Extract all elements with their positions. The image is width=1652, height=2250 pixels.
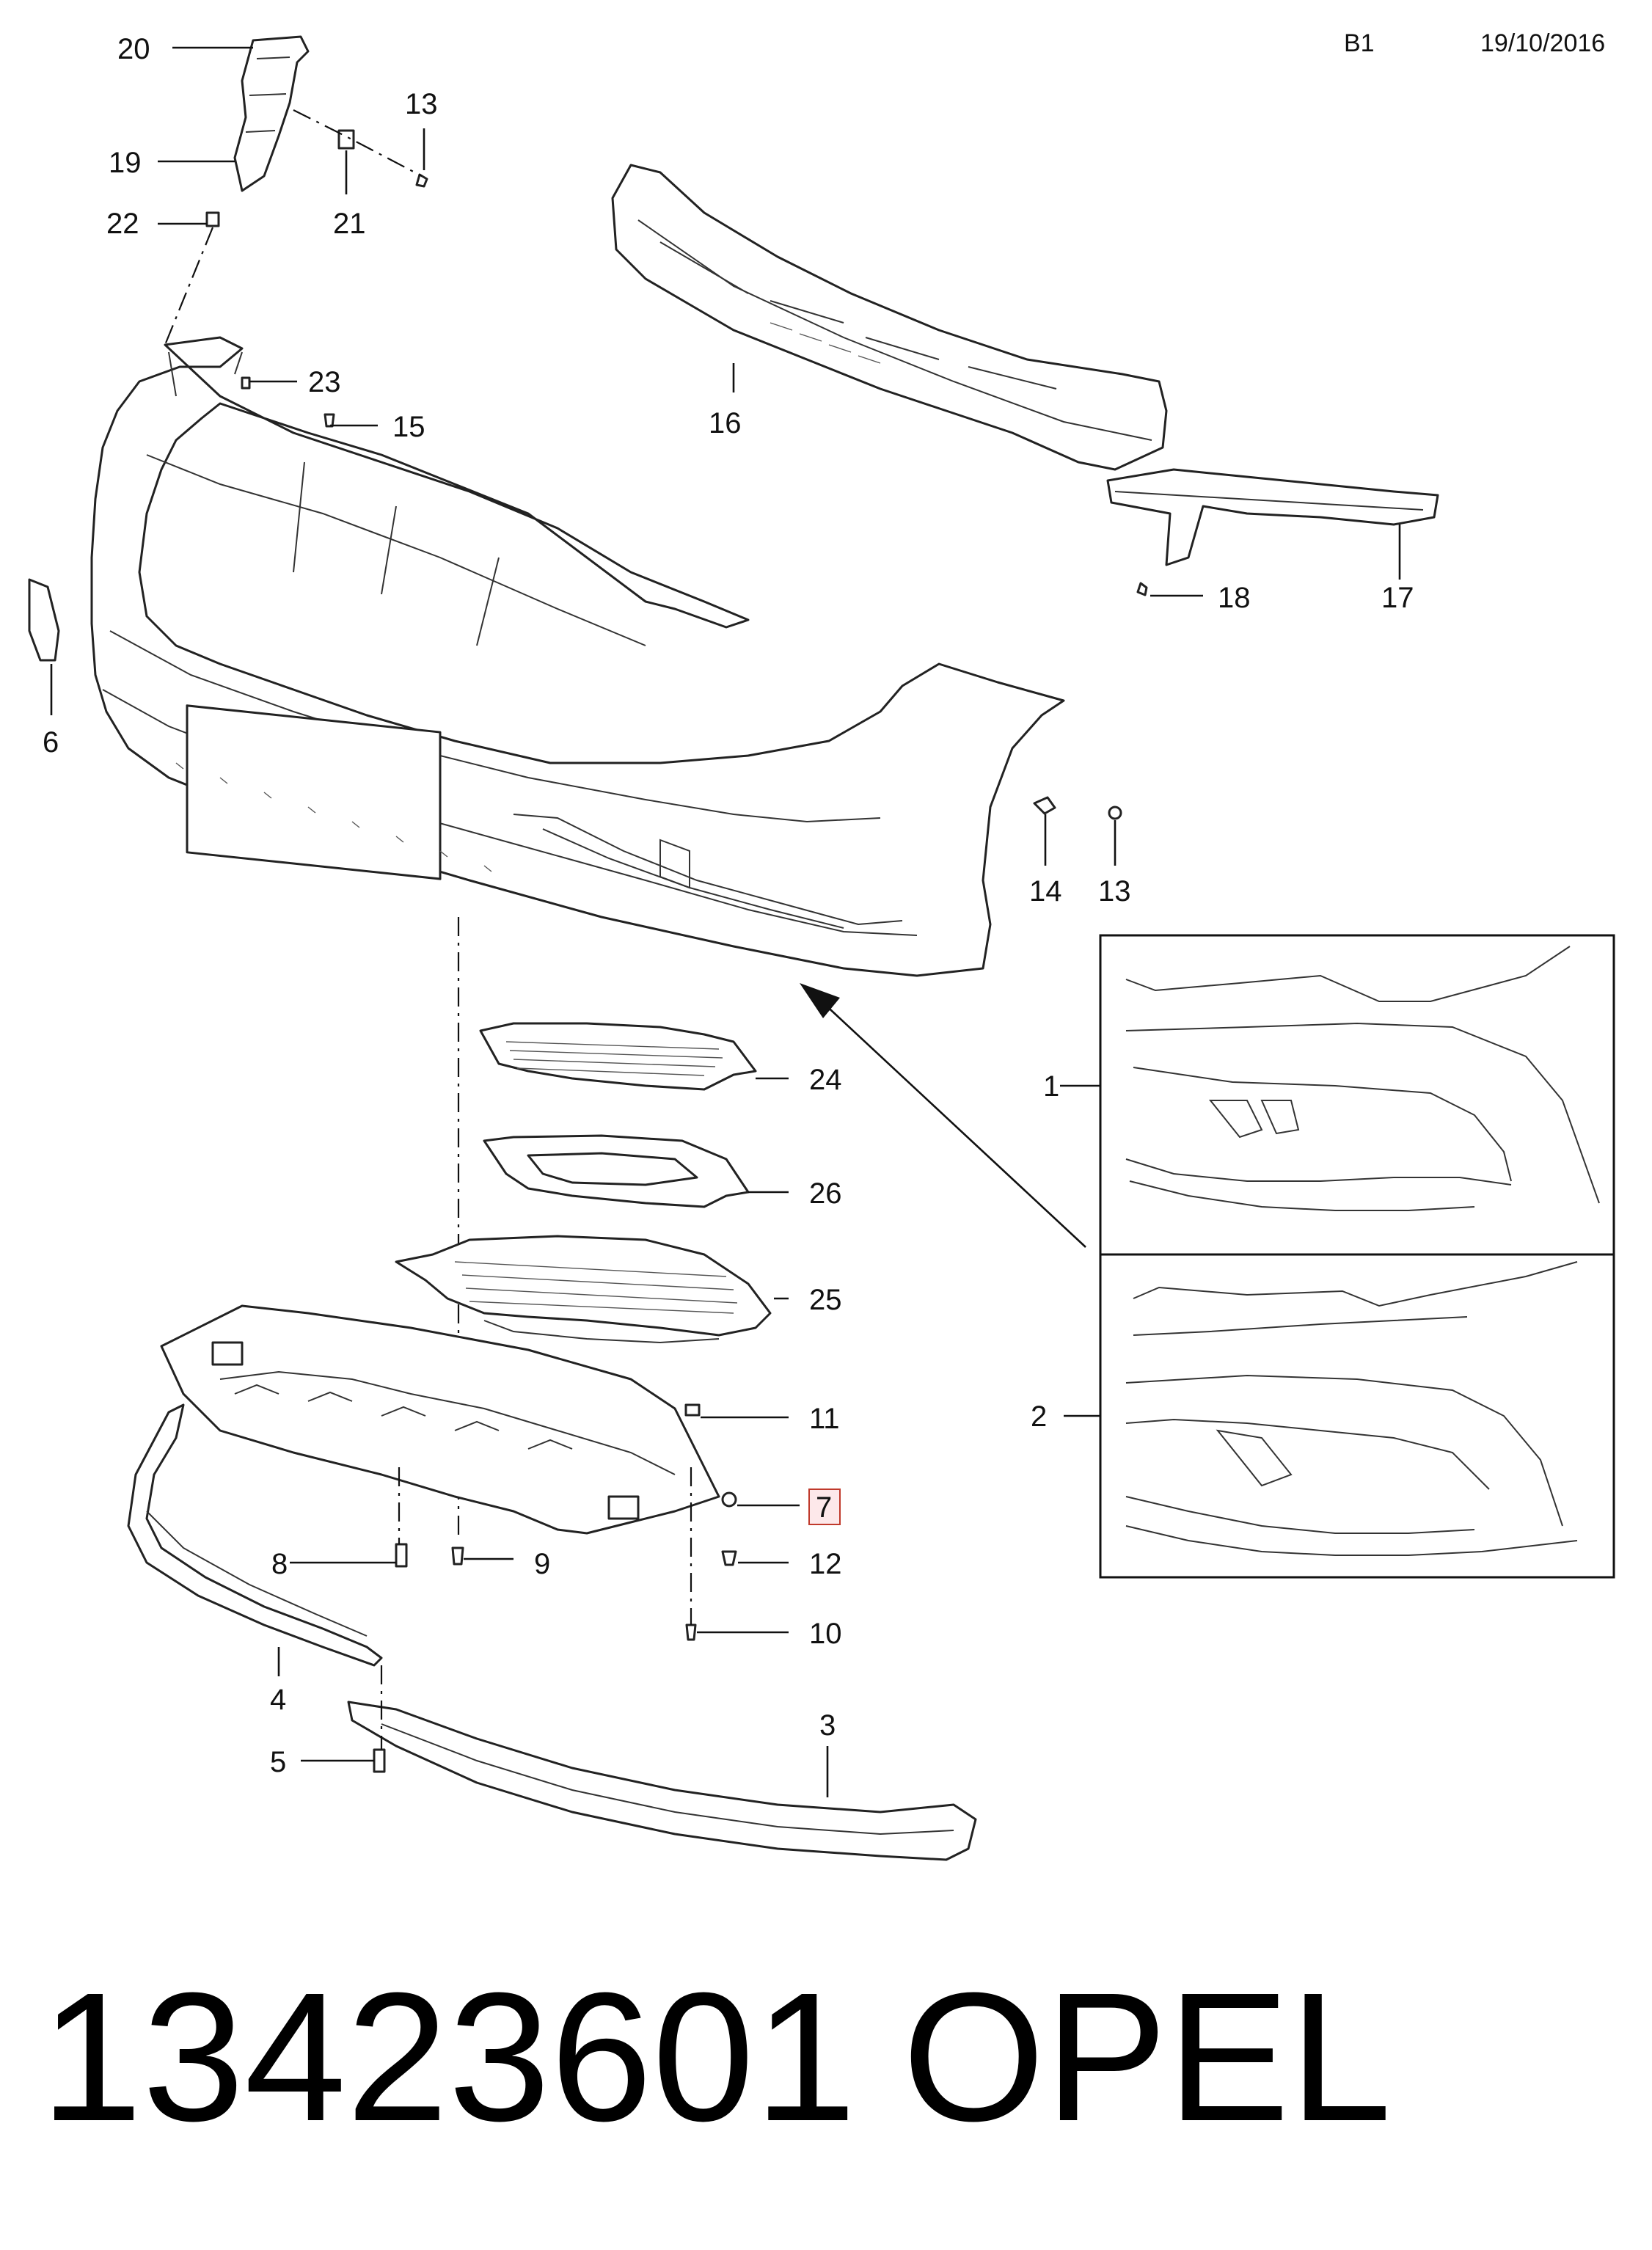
callout-17: 17: [1381, 582, 1414, 614]
brand-name: OPEL: [902, 1954, 1392, 2159]
callout-19: 19: [109, 147, 142, 179]
underbody-shield: [160, 1304, 720, 1535]
bumper-fascia: [90, 336, 1065, 977]
callout-10: 10: [809, 1618, 842, 1650]
callout-5: 5: [270, 1746, 286, 1778]
detail-inset-1: [1099, 934, 1615, 1256]
callout-4: 4: [270, 1684, 286, 1716]
callout-26: 26: [809, 1177, 842, 1210]
callout-8: 8: [271, 1548, 288, 1580]
callout-13-top: 13: [405, 88, 438, 120]
grille-24: [479, 1022, 757, 1091]
grille-25: [395, 1235, 772, 1344]
callout-12: 12: [809, 1548, 842, 1580]
callout-2: 2: [1031, 1400, 1047, 1433]
callout-6: 6: [43, 726, 59, 759]
callout-24: 24: [809, 1064, 842, 1096]
section-code: B1: [1344, 29, 1375, 57]
bumper-trim-strip: [347, 1701, 977, 1861]
callout-11: 11: [809, 1403, 840, 1435]
callout-16: 16: [709, 407, 742, 439]
lower-spoiler: [127, 1403, 383, 1667]
callout-7: 7: [816, 1491, 832, 1524]
callout-23: 23: [308, 366, 341, 398]
callout-7-highlight[interactable]: 7: [808, 1489, 841, 1525]
callout-14: 14: [1029, 875, 1062, 907]
callout-3: 3: [819, 1709, 836, 1742]
energy-absorber: [611, 164, 1168, 471]
part-number: 13423601: [40, 1954, 856, 2159]
callout-18: 18: [1218, 582, 1251, 614]
hood-latch-assembly: [205, 35, 428, 227]
bumper-bracket-right: [1106, 468, 1439, 596]
callout-25: 25: [809, 1284, 842, 1316]
callout-22: 22: [106, 208, 139, 240]
callout-21: 21: [333, 208, 366, 240]
detail-arrow-head: [800, 983, 840, 1018]
callout-20: 20: [117, 33, 150, 65]
callout-1: 1: [1043, 1070, 1059, 1103]
tow-hook-cover: [28, 578, 60, 662]
callout-13-right: 13: [1098, 875, 1131, 907]
callout-9: 9: [534, 1548, 550, 1580]
diagram-date: 19/10/2016: [1480, 29, 1605, 57]
grille-26: [483, 1134, 750, 1208]
callout-15: 15: [392, 411, 425, 443]
detail-inset-2: [1099, 1253, 1615, 1579]
